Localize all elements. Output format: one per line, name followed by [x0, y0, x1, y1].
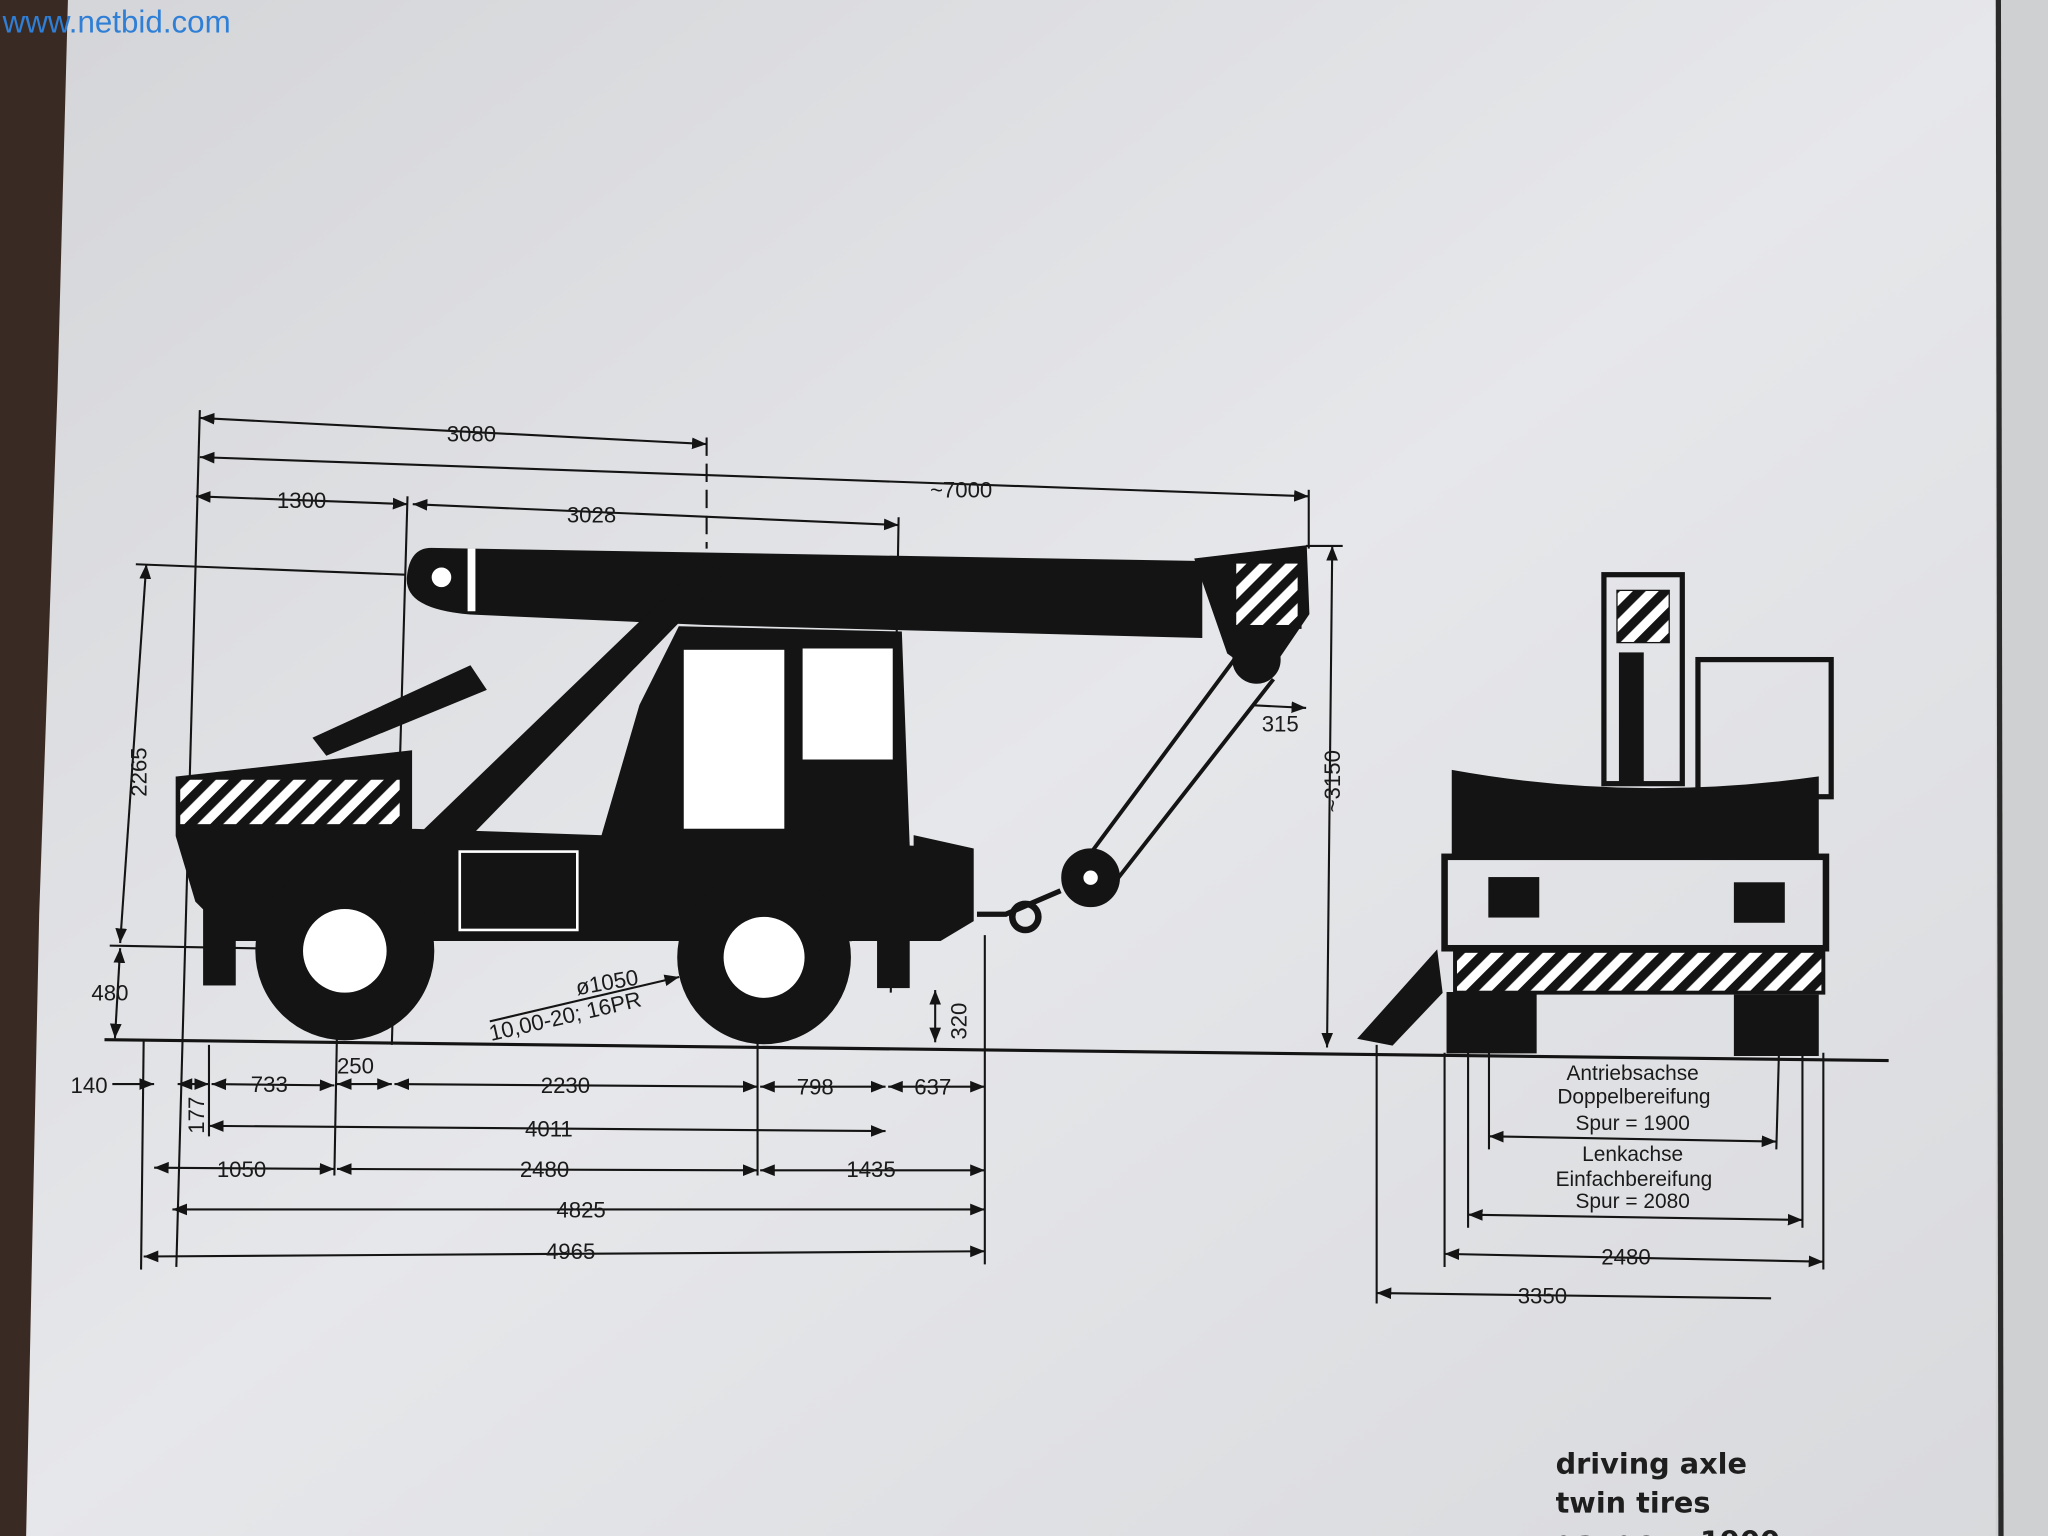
rear-view-labels: Antriebsachse Doppelbereifung Spur = 190… — [1518, 1062, 1713, 1308]
note-driving-axle: driving axle — [1556, 1446, 1747, 1480]
english-note: driving axle twin tires gauge = 1900 — [1556, 1446, 1780, 1536]
dim-2230: 2230 — [541, 1073, 590, 1098]
dim-480: 480 — [91, 980, 128, 1005]
driving-axle-label: Antriebsachse — [1567, 1062, 1699, 1085]
dark-frame-left — [0, 0, 68, 1536]
gauge-2080-label: Spur = 2080 — [1575, 1190, 1689, 1213]
boom — [406, 547, 1203, 639]
dim-3350: 3350 — [1518, 1284, 1567, 1309]
dim-2480-side: 2480 — [520, 1157, 569, 1182]
dim-4011: 4011 — [525, 1116, 573, 1141]
crane-rear-view — [1357, 572, 1834, 1056]
dim-637: 637 — [914, 1075, 951, 1100]
front-outrigger — [203, 845, 236, 986]
dim-1300: 1300 — [277, 488, 326, 513]
dim-733: 733 — [251, 1072, 288, 1097]
dark-frame-right — [1995, 0, 2048, 1536]
rear-outrigger — [877, 850, 910, 989]
dim-1050: 1050 — [217, 1157, 266, 1182]
watermark: www.netbid.com — [2, 5, 231, 40]
dim-250: 250 — [337, 1054, 374, 1079]
luffing-cylinder — [312, 665, 487, 756]
twin-tires-label: Doppelbereifung — [1557, 1086, 1710, 1109]
dim-3080: 3080 — [447, 421, 496, 446]
dim-177: 177 — [184, 1097, 209, 1134]
steering-axle-label: Lenkachse — [1582, 1143, 1683, 1166]
note-gauge: gauge = 1900 — [1556, 1525, 1780, 1536]
dim-2480-rear: 2480 — [1601, 1244, 1650, 1269]
dim-3150: ~3150 — [1320, 750, 1345, 812]
crane-side-view — [175, 545, 1310, 1045]
dim-1435: 1435 — [846, 1157, 895, 1182]
dim-798: 798 — [797, 1075, 834, 1100]
dim-320: 320 — [947, 1003, 972, 1040]
dim-4825: 4825 — [556, 1197, 605, 1222]
dim-4965: 4965 — [546, 1239, 595, 1264]
hoist-rope — [1082, 658, 1276, 890]
dim-2265: 2265 — [126, 747, 151, 796]
dim-315: 315 — [1262, 711, 1299, 736]
dim-140: 140 — [71, 1073, 108, 1098]
single-tires-label: Einfachbereifung — [1556, 1168, 1713, 1191]
gauge-1900-label: Spur = 1900 — [1575, 1112, 1689, 1135]
dim-3028: 3028 — [567, 502, 616, 527]
dim-7000: ~7000 — [930, 478, 992, 503]
note-twin-tires: twin tires — [1556, 1485, 1711, 1519]
